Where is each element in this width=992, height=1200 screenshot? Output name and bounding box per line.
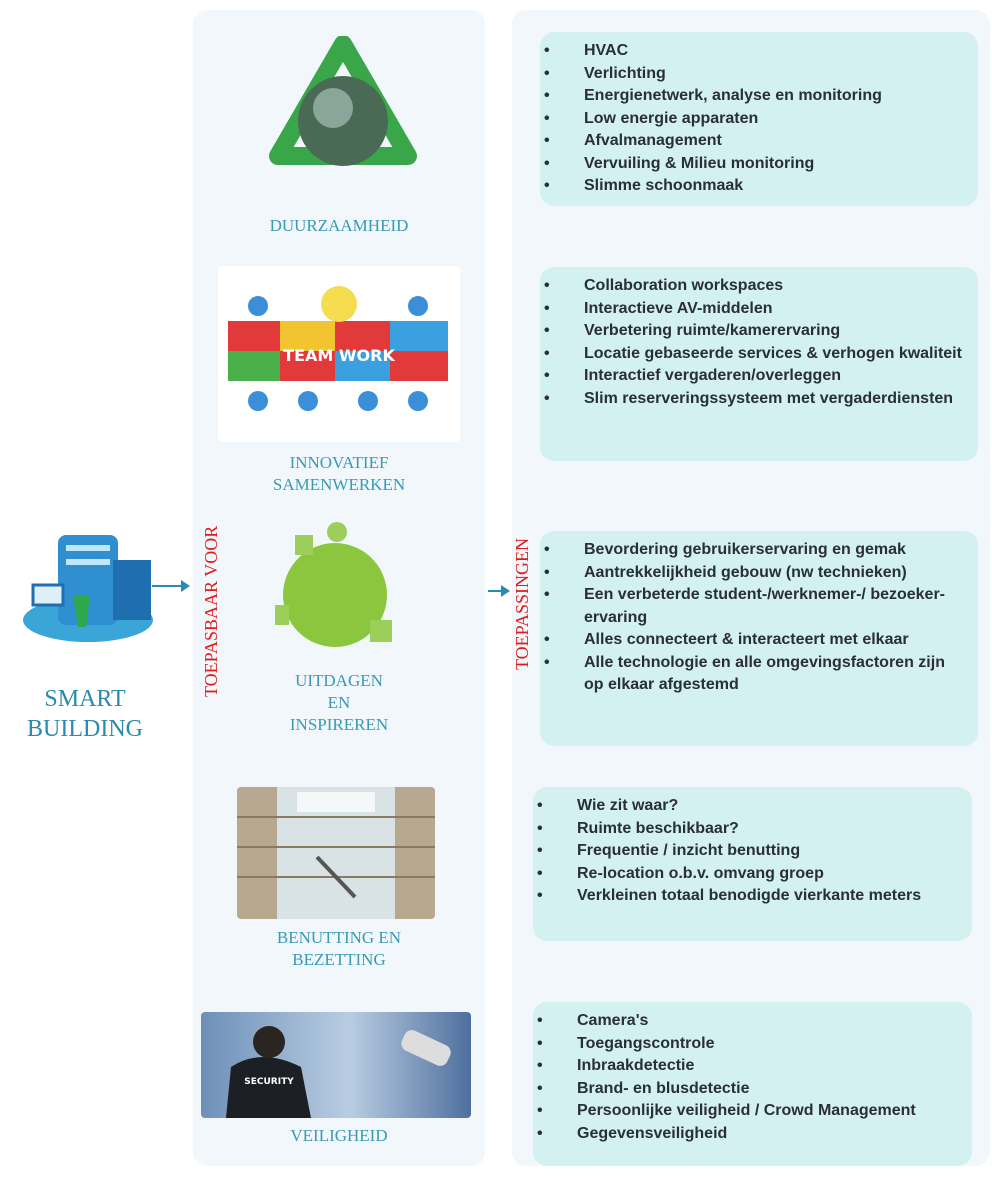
list-item: Verbetering ruimte/kamerervaring bbox=[540, 320, 968, 343]
list-item: Vervuiling & Milieu monitoring bbox=[540, 153, 968, 176]
teamwork-puzzle-image: TEAM WORK bbox=[218, 266, 460, 442]
label-line: SAMENWERKEN bbox=[272, 475, 406, 494]
list-item: Brand- en blusdetectie bbox=[533, 1078, 962, 1101]
label-line: BENUTTING EN bbox=[276, 928, 402, 947]
list-item: HVAC bbox=[540, 40, 968, 63]
list-item: Frequentie / inzicht benutting bbox=[533, 840, 962, 863]
list-item: Inbraakdetectie bbox=[533, 1055, 962, 1078]
category-label-duurzaamheid: DUURZAAMHEID bbox=[269, 216, 409, 235]
list-item: Energienetwerk, analyse en monitoring bbox=[540, 85, 968, 108]
category-label-veiligheid: VEILIGHEID bbox=[290, 1126, 388, 1145]
image-text: TEAM WORK bbox=[283, 346, 395, 365]
category-label-uitdagen: UITDAGEN EN INSPIREREN bbox=[193, 670, 485, 736]
list-item: Interactieve AV-middelen bbox=[540, 298, 968, 321]
list-item: Verlichting bbox=[540, 63, 968, 86]
list-item: Ruimte beschikbaar? bbox=[533, 818, 962, 841]
list-item: Re-location o.b.v. omvang groep bbox=[533, 863, 962, 886]
smart-building-icon bbox=[18, 515, 158, 645]
list-item: Een verbeterde student-/werknemer-/ bezo… bbox=[540, 584, 968, 629]
applications-list-innovatief: Collaboration workspaces Interactieve AV… bbox=[540, 267, 978, 461]
list-item: Toegangscontrole bbox=[533, 1033, 962, 1056]
arrow-to-applications bbox=[488, 585, 510, 597]
list-item: Verkleinen totaal benodigde vierkante me… bbox=[533, 885, 962, 908]
list-item: Gegevensveiligheid bbox=[533, 1123, 962, 1146]
list-item: Afvalmanagement bbox=[540, 130, 968, 153]
applications-list-veiligheid: Camera's Toegangscontrole Inbraakdetecti… bbox=[533, 1002, 972, 1166]
applications-list-uitdagen: Bevordering gebruikerservaring en gemak … bbox=[540, 531, 978, 746]
list-item: Slimme schoonmaak bbox=[540, 175, 968, 198]
green-planet-image bbox=[255, 520, 415, 660]
applications-list-benutting: Wie zit waar? Ruimte beschikbaar? Freque… bbox=[533, 787, 972, 941]
label-line: BEZETTING bbox=[292, 950, 386, 969]
list-item: Alle technologie en alle omgevingsfactor… bbox=[540, 652, 968, 697]
list-item: Low energie apparaten bbox=[540, 108, 968, 131]
atrium-interior-image bbox=[237, 787, 435, 919]
recycle-globe-image bbox=[258, 36, 428, 202]
arrow-to-categories bbox=[152, 580, 190, 592]
list-item: Wie zit waar? bbox=[533, 795, 962, 818]
image-text: SECURITY bbox=[244, 1077, 294, 1087]
list-item: Camera's bbox=[533, 1010, 962, 1033]
label-line: INNOVATIEF bbox=[289, 453, 389, 472]
label-line: UITDAGEN bbox=[295, 671, 383, 690]
applications-list-duurzaamheid: HVAC Verlichting Energienetwerk, analyse… bbox=[540, 32, 978, 206]
category-label-benutting: BENUTTING EN BEZETTING bbox=[193, 927, 485, 971]
list-item: Aantrekkelijkheid gebouw (nw technieken) bbox=[540, 562, 968, 585]
label-line: INSPIREREN bbox=[289, 715, 389, 734]
security-guard-camera-image: SECURITY bbox=[201, 1012, 471, 1118]
category-label-innovatief: INNOVATIEF SAMENWERKEN bbox=[193, 452, 485, 496]
list-item: Locatie gebaseerde services & verhogen k… bbox=[540, 343, 968, 366]
list-item: Slim reserveringssysteem met vergaderdie… bbox=[540, 388, 968, 411]
list-item: Alles connecteert & interacteert met elk… bbox=[540, 629, 968, 652]
list-item: Persoonlijke veiligheid / Crowd Manageme… bbox=[533, 1100, 962, 1123]
list-item: Bevordering gebruikerservaring en gemak bbox=[540, 539, 968, 562]
title-line: BUILDING bbox=[27, 716, 143, 742]
vertical-label-toepassingen: TOEPASSINGEN bbox=[512, 537, 532, 670]
list-item: Interactief vergaderen/overleggen bbox=[540, 365, 968, 388]
title-line: SMART bbox=[44, 686, 126, 712]
label-line: EN bbox=[327, 693, 351, 712]
list-item: Collaboration workspaces bbox=[540, 275, 968, 298]
smart-building-title: SMART BUILDING bbox=[10, 684, 160, 744]
